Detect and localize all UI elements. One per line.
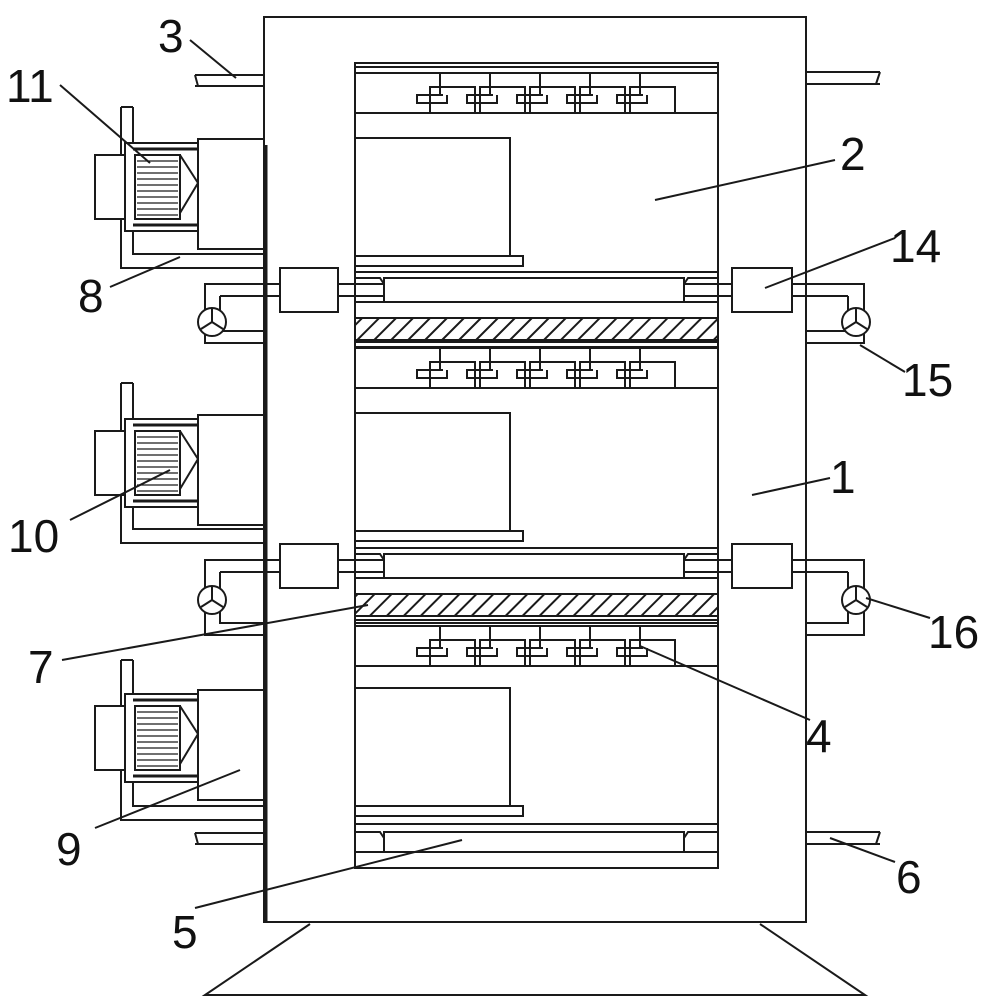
leader-3 <box>189 39 237 79</box>
leader-5 <box>194 839 463 909</box>
item-tray-3 <box>354 687 524 817</box>
label-10: 10 <box>8 510 59 562</box>
hatched-plate-2 <box>354 593 719 617</box>
valve-right-1 <box>841 307 871 337</box>
leader-10 <box>69 469 171 521</box>
item-tray-2 <box>354 412 524 542</box>
label-16: 16 <box>928 606 979 658</box>
leader-7 <box>61 604 369 661</box>
valve-left-2 <box>197 585 227 615</box>
rail-top <box>194 71 881 87</box>
leader-6 <box>829 837 896 863</box>
slider-block-right-1 <box>731 267 793 313</box>
leader-11 <box>59 84 151 164</box>
item-tray-1 <box>354 137 524 267</box>
label-8: 8 <box>78 270 104 322</box>
leader-15 <box>859 344 906 373</box>
leader-8 <box>109 256 181 288</box>
label-15: 15 <box>902 354 953 406</box>
nozzle-rack-2 <box>354 341 719 389</box>
nozzle-rack-3 <box>354 619 719 667</box>
leader-2 <box>654 159 836 201</box>
slider-block-left-2 <box>279 543 339 589</box>
label-11: 11 <box>6 60 54 112</box>
drawer-bottom <box>355 823 718 853</box>
hatched-plate-1 <box>354 317 719 341</box>
label-3: 3 <box>158 10 184 62</box>
leader-4 <box>639 645 811 721</box>
base-foot-right <box>690 923 869 996</box>
base-foot-left <box>201 923 380 996</box>
outer-frame <box>263 16 807 923</box>
nozzle-rack-1 <box>354 66 719 114</box>
label-6: 6 <box>896 851 922 903</box>
drawer-rail-1 <box>220 267 848 313</box>
label-9: 9 <box>56 823 82 875</box>
label-2: 2 <box>840 128 866 180</box>
label-4: 4 <box>806 710 832 762</box>
label-1: 1 <box>830 451 856 503</box>
valve-right-2 <box>841 585 871 615</box>
valve-left-1 <box>197 307 227 337</box>
leader-14 <box>764 237 896 289</box>
drawer-rail-2 <box>220 543 848 589</box>
label-7: 7 <box>28 641 54 693</box>
slider-block-right-2 <box>731 543 793 589</box>
rail-bottom <box>194 831 881 845</box>
label-14: 14 <box>890 220 941 272</box>
leader-16 <box>865 597 931 619</box>
leader-9 <box>94 769 241 829</box>
slider-block-left-1 <box>279 267 339 313</box>
leader-1 <box>751 477 831 496</box>
inner-chamber <box>354 62 719 869</box>
label-5: 5 <box>172 906 198 958</box>
